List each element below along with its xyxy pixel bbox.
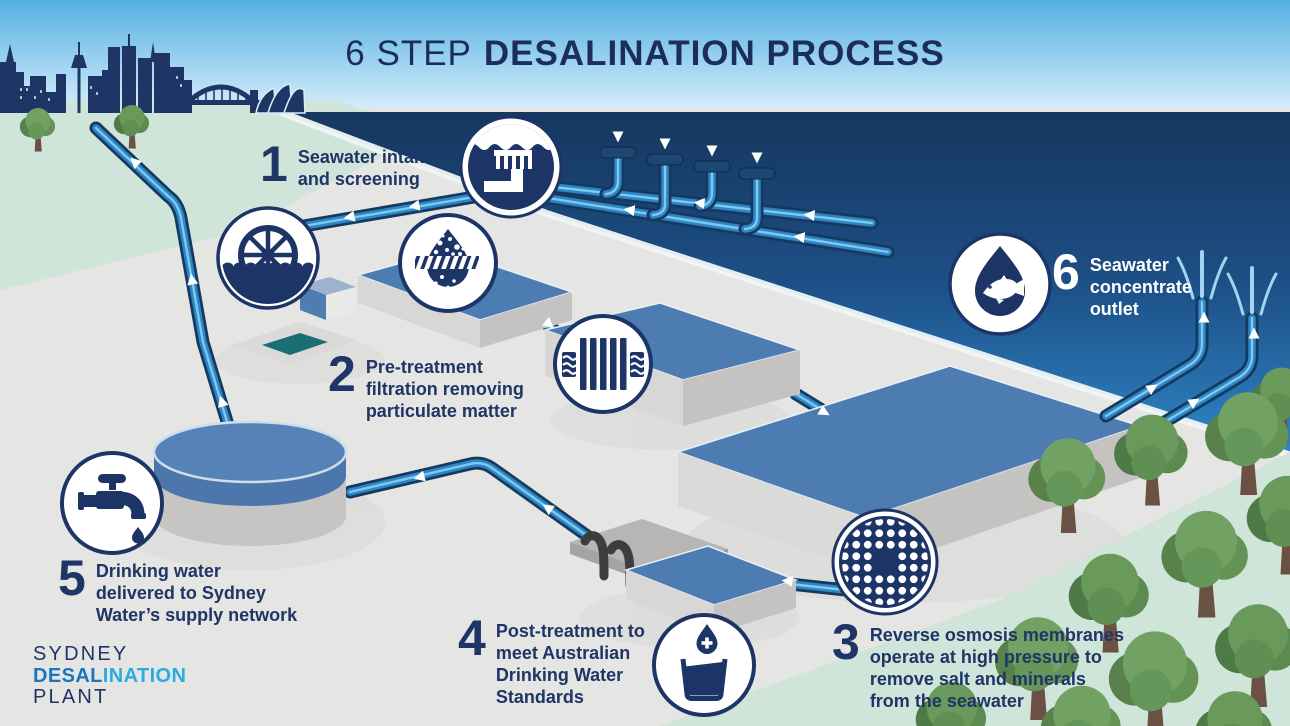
step-5-label: 5 Drinking water delivered to Sydney Wat… (58, 550, 298, 627)
page-title: 6 STEP DESALINATION PROCESS (0, 34, 1290, 74)
sydney-desalination-plant-logo: SYDNEY DESALINATION PLANT (33, 643, 187, 709)
step-text: Reverse osmosis membranes operate at hig… (869, 625, 1124, 711)
intake-collector-pipes (538, 145, 895, 259)
water-storage-tank (152, 420, 348, 546)
screening-waterwheel-icon (216, 206, 320, 310)
skyline-windows (20, 76, 182, 101)
droplet-filter-icon (398, 213, 498, 313)
step-4-label: 4 Post-treatment to meet Australian Drin… (458, 610, 645, 709)
step-number: 5 (58, 550, 86, 606)
step-6-label: 6 Seawater concentrate outlet (1052, 244, 1192, 321)
logo-line-sydney: SYDNEY (33, 643, 129, 665)
step-1-label: 1 Seawater intake and screening (260, 136, 434, 192)
intake-basin (232, 322, 358, 365)
title-emphasis: DESALINATION PROCESS (483, 34, 945, 73)
membrane-cross-section-icon (553, 314, 653, 414)
step-number: 6 (1052, 244, 1080, 300)
harbour-bridge (182, 84, 260, 113)
fish-droplet-icon (948, 232, 1052, 336)
pipe-concentrate-outlet-1 (1099, 295, 1209, 423)
pipe-intake-to-screening (285, 189, 487, 235)
outlet-spray (1176, 250, 1278, 316)
step-number: 4 (458, 610, 486, 666)
step-3-label: 3 Reverse osmosis membranes operate at h… (832, 614, 1124, 713)
step-text: Pre-treatment filtration removing partic… (365, 357, 524, 421)
pipe-posttreatment-to-tank (343, 456, 607, 552)
reverse-osmosis-membrane-icon (831, 508, 939, 616)
step-text: Seawater intake and screening (297, 147, 434, 189)
step-number: 2 (328, 346, 356, 402)
post-treatment-building (570, 519, 799, 634)
water-glass-plus-icon (652, 613, 756, 717)
tap-icon (60, 451, 164, 555)
step-text: Drinking water delivered to Sydney Water… (95, 561, 298, 625)
intake-risers (599, 146, 776, 180)
green-area-top-left (0, 100, 428, 290)
sky (0, 0, 1290, 118)
title-prefix: 6 STEP (345, 34, 472, 73)
opera-house (255, 83, 306, 114)
step-text: Seawater concentrate outlet (1089, 255, 1192, 319)
step-2-label: 2 Pre-treatment filtration removing part… (328, 346, 524, 423)
sydney-skyline (0, 34, 306, 114)
step-number: 1 (260, 136, 288, 192)
logo-line-desalination: DESALINATION (33, 664, 187, 687)
logo-line-plant: PLANT (33, 686, 109, 709)
step-number: 3 (832, 614, 860, 670)
pipe-concentrate-outlet-2 (1121, 311, 1259, 451)
step-text: Post-treatment to meet Australian Drinki… (495, 621, 645, 707)
filter-band (415, 256, 479, 269)
intake-tower-icon (459, 115, 563, 219)
pipe-supply-to-city (89, 121, 245, 465)
